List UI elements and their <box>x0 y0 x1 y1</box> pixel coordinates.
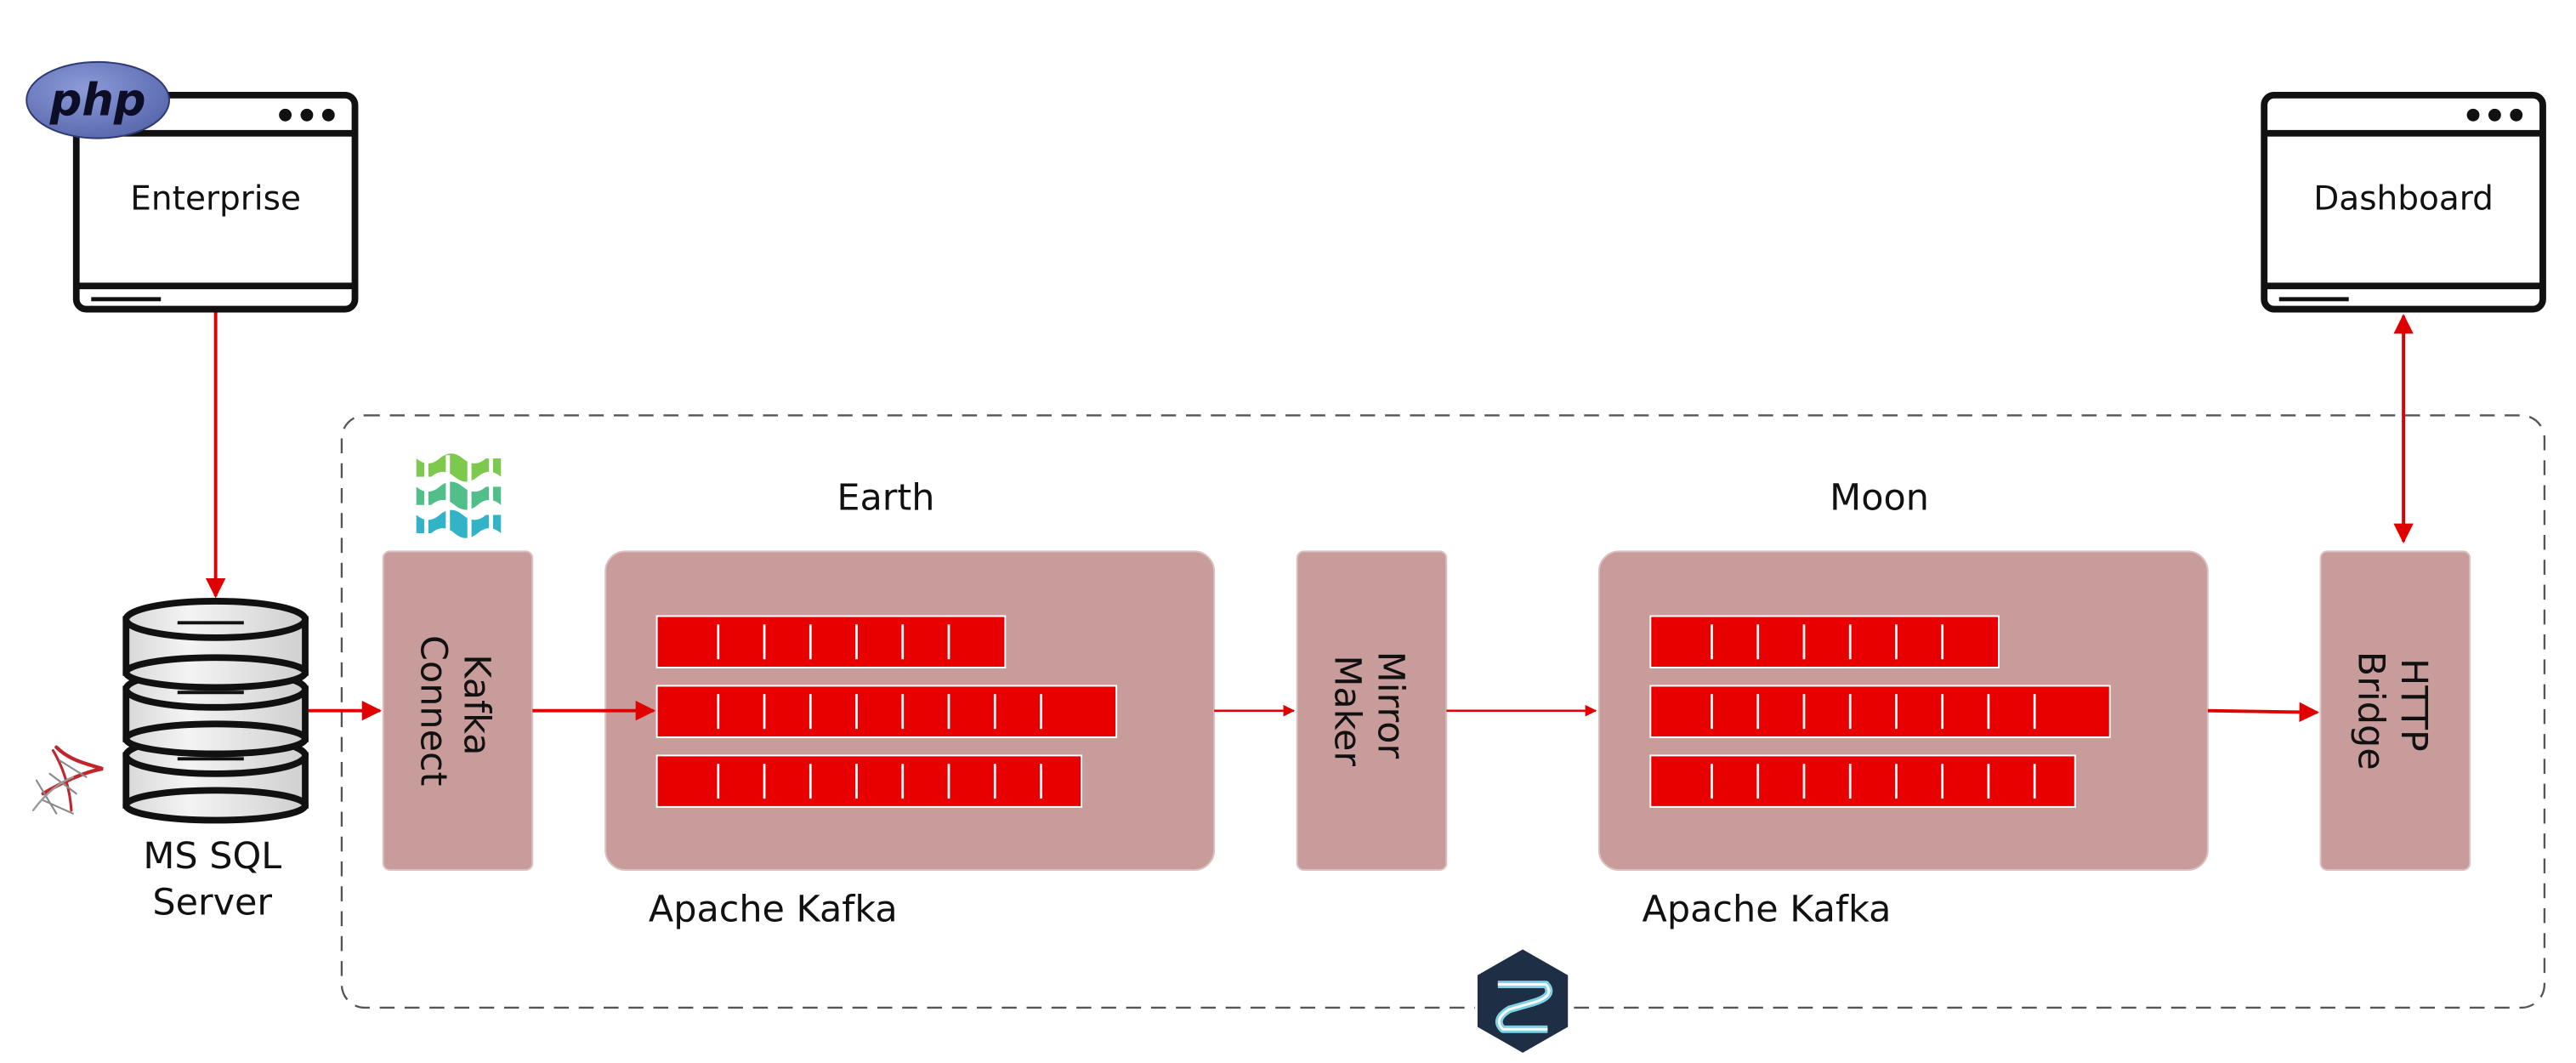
ms-sql-server-logo-icon <box>31 745 104 815</box>
moon-to-http-bridge-arrow <box>2207 702 2319 723</box>
http-bridge-label: HTTP Bridge <box>2349 651 2435 770</box>
ms-sql-label-line2: Server <box>152 882 272 924</box>
http-bridge-label-line2: Bridge <box>2349 651 2392 770</box>
earth-cluster-title: Earth <box>837 477 934 520</box>
moon-partition-1 <box>1649 615 2000 668</box>
moon-partition-3 <box>1649 754 2076 808</box>
kafka-connect-label-line1: Kafka <box>455 654 497 755</box>
earth-partition-2 <box>655 685 1118 738</box>
earth-cluster-caption: Apache Kafka <box>649 888 898 930</box>
moon-partition-2 <box>1649 685 2111 738</box>
dashboard-label: Dashboard <box>2313 179 2494 218</box>
php-logo-icon: php <box>26 60 170 139</box>
earth-partition-3 <box>655 754 1083 808</box>
moon-topic-partitions <box>1649 615 2111 808</box>
moon-cluster-title: Moon <box>1830 477 1929 520</box>
http-bridge-label-line1: HTTP <box>2392 658 2435 752</box>
php-logo-text: php <box>49 74 146 126</box>
earth-topic-partitions <box>655 615 1118 808</box>
enterprise-label: Enterprise <box>130 179 301 218</box>
dashboard-app-window: Dashboard <box>2261 91 2546 313</box>
openshift-platform-boundary <box>340 414 2546 1009</box>
enterprise-app-window: Enterprise <box>72 91 359 313</box>
http-bridge-box <box>2319 550 2471 871</box>
ms-sql-label-line1: MS SQL <box>143 835 281 878</box>
kafka-connect-logo-icon <box>416 453 502 542</box>
kafka-connect-label-line2: Connect <box>412 635 455 786</box>
strimzi-logo-icon <box>1474 946 1571 1056</box>
earth-partition-1 <box>655 615 1007 668</box>
database-icon <box>122 598 309 824</box>
mirror-maker-label-line1: Mirror <box>1369 651 1411 759</box>
mirror-maker-label-line2: Maker <box>1326 655 1369 766</box>
kafka-connect-label: Kafka Connect <box>412 635 498 786</box>
moon-cluster-caption: Apache Kafka <box>1643 888 1892 930</box>
mirror-maker-label: Mirror Maker <box>1326 651 1412 770</box>
